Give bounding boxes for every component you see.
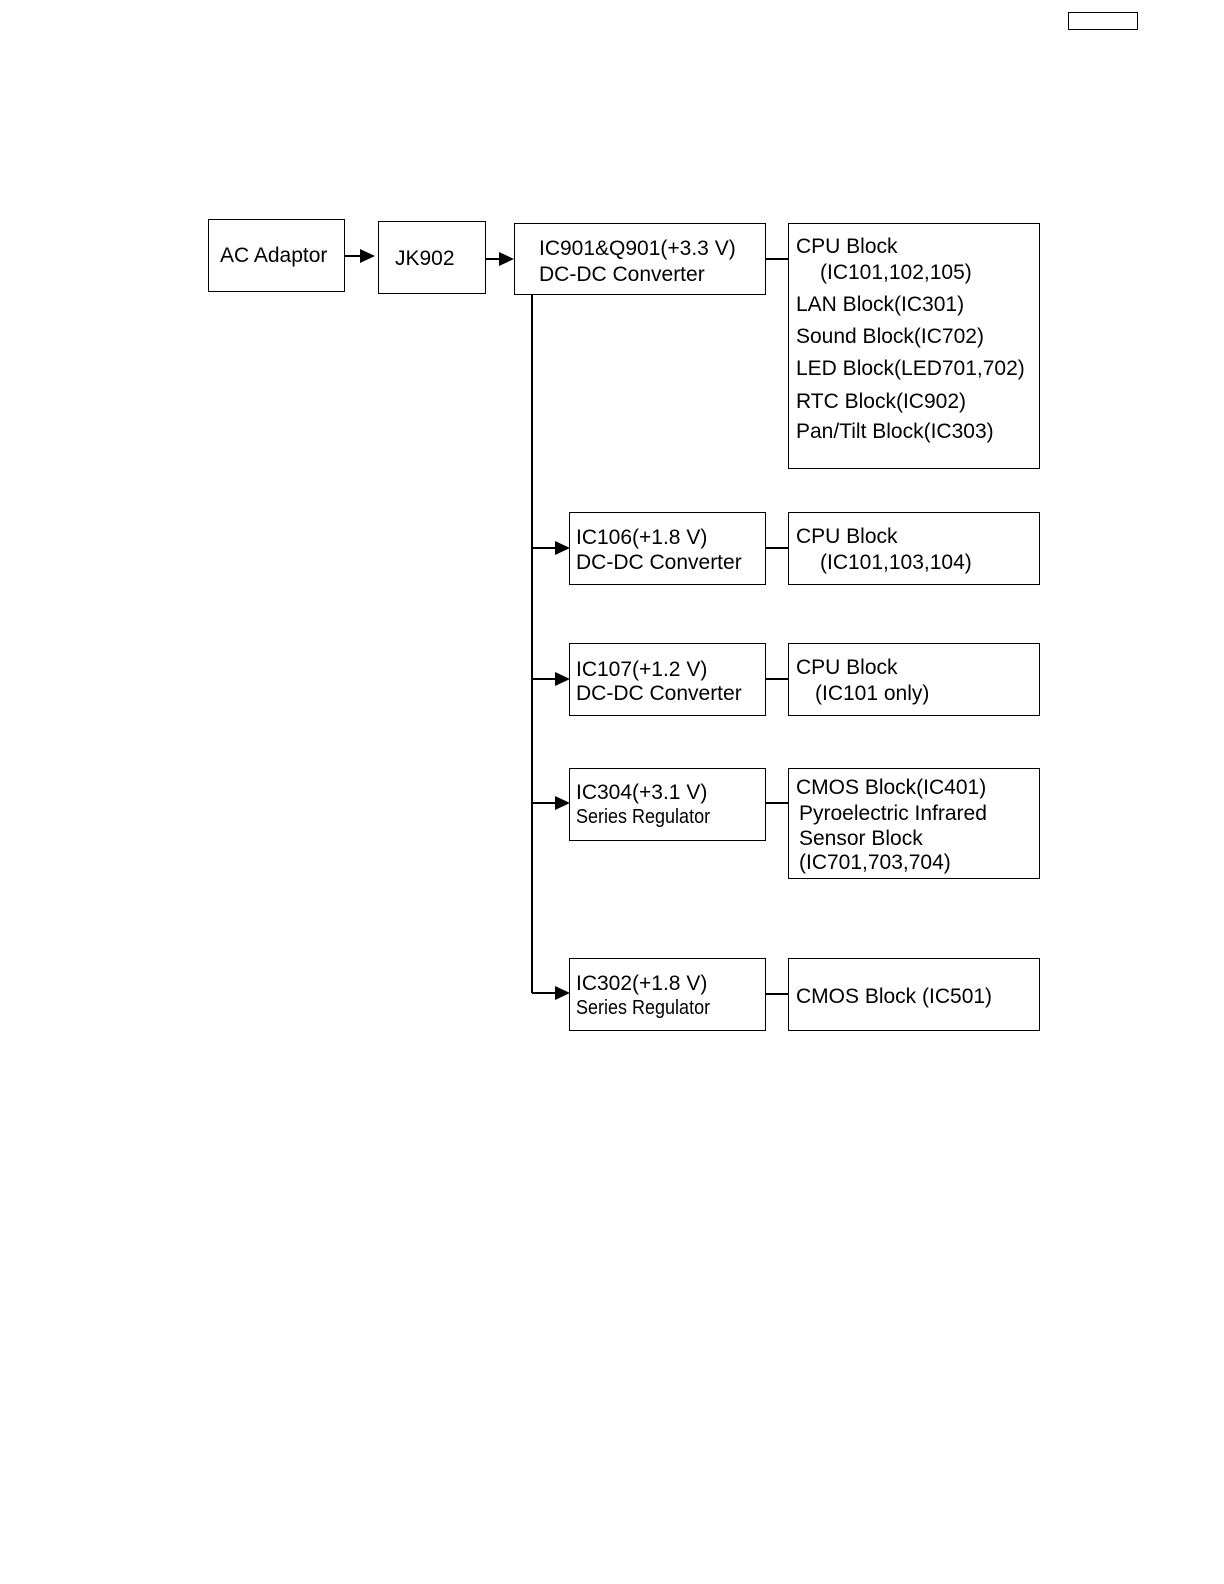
ic106-regulator-box: IC106(+1.8 V) DC-DC Converter — [569, 512, 766, 585]
arrow-right-icon — [555, 541, 570, 555]
ic304-load-line2: Pyroelectric Infrared — [799, 802, 987, 825]
connector-line — [486, 258, 500, 260]
ic304-load-line1: CMOS Block(IC401) — [796, 776, 987, 799]
ic302-load-line1: CMOS Block (IC501) — [796, 985, 993, 1008]
main-load-line1: CPU Block — [796, 235, 898, 258]
ic304-load-box: CMOS Block(IC401) Pyroelectric Infrared … — [788, 768, 1040, 879]
ic106-load-line1: CPU Block — [796, 525, 898, 548]
arrow-right-icon — [360, 249, 375, 263]
power-bus-line — [531, 295, 533, 993]
connector-line — [532, 802, 556, 804]
ic302-line2: Series Regulator — [576, 997, 711, 1019]
main-load-line2: (IC101,102,105) — [820, 261, 972, 284]
ic302-regulator-box: IC302(+1.8 V) Series Regulator — [569, 958, 766, 1031]
ic106-load-box: CPU Block (IC101,103,104) — [788, 512, 1040, 585]
connector-line — [345, 255, 361, 257]
ic106-line2: DC-DC Converter — [576, 551, 742, 574]
main-load-box: CPU Block (IC101,102,105) LAN Block(IC30… — [788, 223, 1040, 469]
ic107-load-line1: CPU Block — [796, 656, 898, 679]
arrow-right-icon — [555, 986, 570, 1000]
ic304-line2: Series Regulator — [576, 806, 711, 828]
main-load-line3: LAN Block(IC301) — [796, 293, 965, 316]
ac-adaptor-box: AC Adaptor — [208, 219, 345, 292]
ic304-regulator-box: IC304(+3.1 V) Series Regulator — [569, 768, 766, 841]
connector-line — [766, 258, 789, 260]
ic302-load-box: CMOS Block (IC501) — [788, 958, 1040, 1031]
connector-line — [532, 678, 556, 680]
jk902-box: JK902 — [378, 221, 486, 294]
jk902-label: JK902 — [395, 247, 455, 270]
connector-line — [766, 678, 789, 680]
main-converter-line2: DC-DC Converter — [539, 263, 705, 286]
page-number-box — [1068, 12, 1138, 30]
main-load-line4: Sound Block(IC702) — [796, 325, 984, 348]
ic304-line1: IC304(+3.1 V) — [576, 781, 708, 804]
main-load-line5: LED Block(LED701,702) — [796, 357, 1025, 380]
ic304-load-line4: (IC701,703,704) — [799, 851, 951, 874]
connector-line — [532, 547, 556, 549]
connector-line — [766, 547, 789, 549]
connector-line — [532, 992, 556, 994]
arrow-right-icon — [555, 672, 570, 686]
ic107-line2: DC-DC Converter — [576, 682, 742, 705]
ic107-regulator-box: IC107(+1.2 V) DC-DC Converter — [569, 643, 766, 716]
connector-line — [766, 993, 789, 995]
ic302-line1: IC302(+1.8 V) — [576, 972, 708, 995]
main-converter-box: IC901&Q901(+3.3 V) DC-DC Converter — [514, 223, 766, 295]
ac-adaptor-label: AC Adaptor — [220, 244, 328, 267]
main-converter-line1: IC901&Q901(+3.3 V) — [539, 237, 736, 260]
ic107-load-line2: (IC101 only) — [815, 682, 930, 705]
ic304-load-line3: Sensor Block — [799, 827, 923, 850]
main-load-line6: RTC Block(IC902) — [796, 390, 966, 413]
ic106-load-line2: (IC101,103,104) — [820, 551, 972, 574]
ic107-line1: IC107(+1.2 V) — [576, 658, 708, 681]
ic106-line1: IC106(+1.8 V) — [576, 526, 708, 549]
ic107-load-box: CPU Block (IC101 only) — [788, 643, 1040, 716]
connector-line — [766, 802, 789, 804]
arrow-right-icon — [555, 796, 570, 810]
main-load-line7: Pan/Tilt Block(IC303) — [796, 420, 994, 443]
arrow-right-icon — [499, 252, 514, 266]
